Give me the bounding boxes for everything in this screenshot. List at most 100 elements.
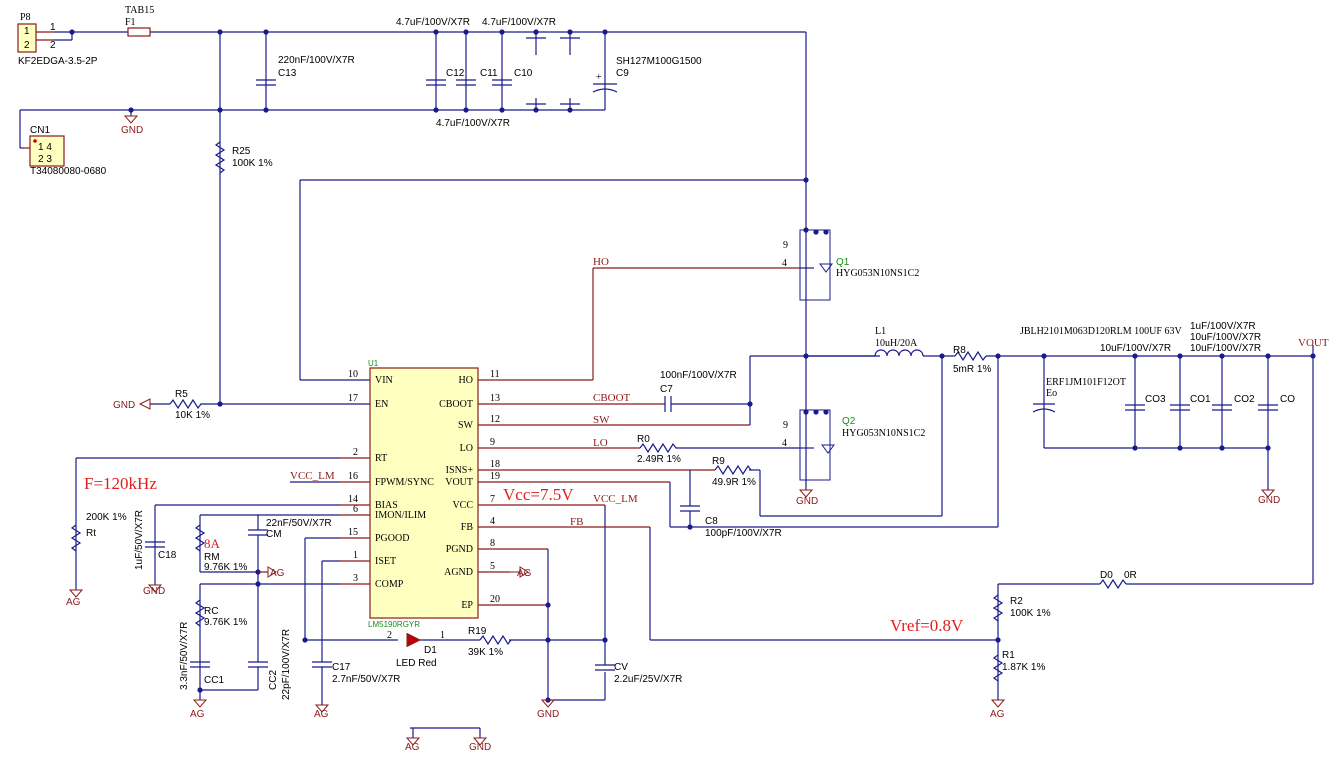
q1-ref: Q1	[836, 257, 850, 268]
p8-part: KF2EDGA-3.5-2P	[18, 56, 98, 67]
cn1-pins-b: 2 3	[38, 154, 52, 165]
r1-ref: R1	[1002, 650, 1015, 661]
rc-value: 9.76K 1%	[204, 617, 247, 628]
ic-pin-name: RT	[375, 453, 387, 464]
r25-ref: R25	[232, 146, 251, 157]
ag-agnd-label: AG	[517, 568, 532, 579]
mosfet-q1	[799, 229, 833, 356]
ag-bottom-label: AG	[405, 742, 420, 753]
co-value-1: 1uF/100V/X7R	[1190, 321, 1256, 332]
ic-pin-number: 10	[348, 369, 358, 380]
ic-pin-number: 14	[348, 494, 358, 505]
c7-ref: C7	[660, 384, 673, 395]
p8-ref: P8	[20, 12, 31, 23]
d1-pin1: 1	[440, 630, 445, 641]
fuse-part: TAB15	[125, 5, 154, 16]
top-cap-value-2: 4.7uF/100V/X7R	[482, 17, 556, 28]
eo-part: JBLH2101M063D120RLM 100UF 63V	[1020, 326, 1182, 337]
capacitor-c7	[664, 396, 672, 412]
ag-rt-label: AG	[66, 597, 81, 608]
svg-text:+: +	[596, 72, 602, 83]
ic-pin-name: BIAS	[375, 500, 398, 511]
co3-ref: CO3	[1145, 394, 1166, 405]
r2-ref: R2	[1010, 596, 1023, 607]
q1-pin4: 4	[782, 258, 787, 269]
net-vcc-lm: VCC_LM	[593, 493, 638, 505]
r0-value: 2.49R 1%	[637, 454, 681, 465]
c13-value: 220nF/100V/X7R	[278, 55, 355, 66]
cv-value: 2.2uF/25V/X7R	[614, 674, 682, 685]
net-ho: HO	[593, 256, 609, 268]
co1-ref: CO1	[1190, 394, 1211, 405]
cn1-ref: CN1	[30, 125, 50, 136]
c17-ref: C17	[332, 662, 351, 673]
fuse-ref: F1	[125, 17, 136, 28]
cv-ref: CV	[614, 662, 628, 673]
rm-value: 9.76K 1%	[204, 562, 247, 573]
note-frequency: F=120kHz	[84, 474, 157, 493]
l1-value: 10uH/20A	[875, 338, 918, 349]
gnd-q2-label: GND	[796, 496, 818, 507]
ic-pin-name: IMON/ILIM	[375, 510, 426, 521]
ic-pin-name: PGOOD	[375, 533, 409, 544]
net-lo: LO	[593, 437, 608, 449]
ic-u1-body	[369, 367, 479, 619]
d0-ref: D0	[1100, 570, 1113, 581]
input-rail-wires	[19, 31, 807, 404]
c18-value: 1uF/50V/X7R	[134, 510, 145, 570]
ic-pin-name: HO	[459, 375, 473, 386]
ic-pin-number: 20	[490, 594, 500, 605]
ic-pin-name: SW	[458, 420, 474, 431]
ic-pin-number: 8	[490, 538, 495, 549]
co3-value: 10uF/100V/X7R	[1100, 343, 1171, 354]
ic-pin-name: VOUT	[445, 477, 473, 488]
cc2-ref: CC2	[268, 670, 279, 690]
r1-value: 1.87K 1%	[1002, 662, 1045, 673]
r8-value: 5mR 1%	[953, 364, 991, 375]
ic-pin-number: 19	[490, 471, 500, 482]
ic-pin-name: ISNS+	[446, 465, 474, 476]
ic-pin-name: CBOOT	[439, 399, 473, 410]
q1-pin9: 9	[783, 240, 788, 251]
gnd-c18-label: GND	[143, 586, 165, 597]
ic-pin-number: 2	[353, 447, 358, 458]
r5-ref: R5	[175, 389, 188, 400]
rt-ref: Rt	[86, 528, 96, 539]
gnd-bottom-label: GND	[469, 742, 491, 753]
ic-left-pins: 10VIN17EN2RT16FPWM/SYNC14BIAS6IMON/ILIM1…	[348, 369, 434, 590]
eo-part2: ERF1JM101F12OT	[1046, 377, 1126, 388]
ic-pin-number: 12	[490, 414, 500, 425]
d1-desc: LED Red	[396, 658, 437, 669]
rm-ref: RM	[204, 552, 220, 563]
r5-value: 10K 1%	[175, 410, 210, 421]
ic-pin-number: 18	[490, 459, 500, 470]
cm-value: 22nF/50V/X7R	[266, 518, 332, 529]
ic-pin-number: 9	[490, 437, 495, 448]
ic-pin-name: ISET	[375, 556, 396, 567]
r9-value: 49.9R 1%	[712, 477, 756, 488]
compensation-network	[70, 457, 605, 738]
ic-pin-number: 3	[353, 573, 358, 584]
ic-pin-number: 4	[490, 516, 495, 527]
cn1-pins-a: 1 4	[38, 142, 52, 153]
ic-pin-number: 16	[348, 471, 358, 482]
vin-wires	[138, 179, 806, 410]
c7-value: 100nF/100V/X7R	[660, 370, 737, 381]
ic-pin-name: EN	[375, 399, 388, 410]
ic-pin-number: 1	[353, 550, 358, 561]
ic-pin-number: 15	[348, 527, 358, 538]
r8-ref: R8	[953, 345, 966, 356]
mosfet-q2	[799, 356, 835, 490]
p8-pin1: 1	[50, 22, 56, 33]
gnd-out-label: GND	[1258, 495, 1280, 506]
ic-pin-number: 5	[490, 561, 495, 572]
ag-cc-label: AG	[190, 709, 205, 720]
co2-ref: CO2	[1234, 394, 1255, 405]
c12-ref: C12	[446, 68, 465, 79]
ground-symbols	[68, 489, 1276, 746]
d0-value: 0R	[1124, 570, 1137, 581]
gate-wires	[510, 267, 999, 528]
q2-part: HYG053N10NS1C2	[842, 428, 925, 439]
ic-pin-number: 7	[490, 494, 495, 505]
